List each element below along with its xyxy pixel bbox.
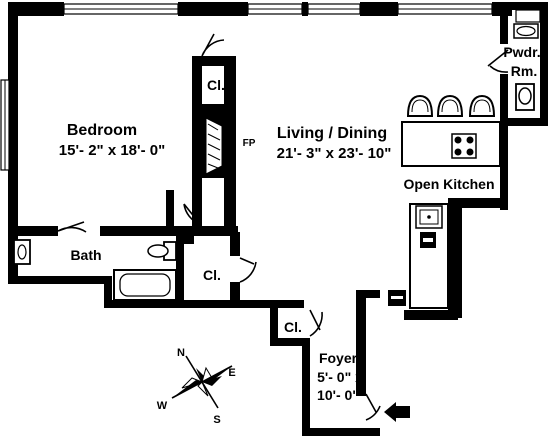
window-powder (515, 9, 541, 23)
powder-label-line1: Pwdr. (503, 44, 540, 60)
wall-bath-tub-left (104, 276, 112, 306)
burner-4-icon (466, 148, 474, 156)
wall-foyer-right-top (356, 290, 380, 298)
closet-foyer-label: Cl. (284, 319, 302, 335)
refrigerator-label (391, 296, 403, 299)
wall-bath-right (176, 232, 184, 306)
compass-pointer-e (202, 366, 232, 384)
wall-closet-bottom (192, 104, 234, 114)
fireplace-firebox (205, 117, 223, 175)
wall-top-left (8, 2, 64, 16)
fireplace-label: FP (243, 138, 256, 149)
wall-left-bath (8, 236, 18, 278)
closet-top-label: Cl. (207, 77, 225, 93)
stool-1-icon (406, 94, 434, 117)
wall-top-mid (178, 2, 248, 16)
wall-foyer-closet-bottom (270, 338, 310, 346)
wall-foyer-left (302, 338, 310, 430)
toilet-powder-icon (515, 83, 535, 111)
compass-pointer-n (186, 356, 202, 382)
compass-east-label: E (228, 367, 235, 379)
powder-label-line2: Rm. (511, 63, 537, 79)
door-closet-foyer (309, 309, 323, 337)
entry-arrow-icon (384, 402, 410, 422)
wall-bedroom-door-jamb (166, 190, 174, 236)
wall-powder-top (512, 2, 548, 10)
wall-closet-mid-top (184, 232, 194, 244)
foyer-name: Foyer (319, 350, 358, 366)
wall-bedroom-bottom-left (8, 226, 58, 236)
interior-walls (8, 56, 240, 306)
sink-bath-icon (13, 239, 31, 265)
wall-left (8, 2, 18, 238)
dishwasher-label (423, 238, 433, 242)
door-bath (57, 221, 87, 233)
wall-right-lower (448, 198, 462, 318)
wall-bath-bottom (8, 276, 108, 284)
foyer-size-line1: 5'- 0" x (317, 369, 363, 385)
foyer-size-line2: 10'- 0" (317, 387, 359, 403)
door-closet-top (201, 33, 225, 57)
closet-mid-label: Cl. (203, 267, 221, 283)
wall-kitchen-bottom (404, 310, 458, 320)
bathtub-icon (113, 269, 177, 301)
doors (57, 33, 509, 421)
wall-top-mullion-1 (302, 2, 308, 16)
wall-top-right (492, 2, 512, 16)
door-bedroom-closet (183, 203, 201, 225)
door-entry (365, 393, 381, 421)
door-closet-mid (239, 257, 257, 283)
toilet-bath-icon (147, 241, 177, 261)
wall-closet-top (192, 56, 232, 66)
living-name: Living / Dining (277, 125, 387, 142)
wall-powder-left-upper (500, 14, 508, 44)
compass-pointer-s (202, 382, 218, 408)
wall-bath-top-right (174, 226, 238, 236)
wall-closet-mid-right-lower (230, 282, 240, 306)
living-size: 21'- 3" x 23'- 10" (277, 145, 392, 162)
kitchen-sink-basin (419, 209, 439, 225)
wall-right-step (460, 198, 508, 208)
compass-rose-icon (171, 355, 233, 409)
door-powder (487, 49, 509, 73)
compass-needle-s (197, 381, 209, 397)
fixtures (13, 23, 539, 309)
burner-3-icon (454, 148, 462, 156)
bath-name: Bath (70, 247, 101, 263)
room-labels: Bedroom 15'- 2" x 18'- 0" Living / Dinin… (59, 44, 541, 426)
wall-foyer-right (356, 292, 366, 396)
burner-2-icon (466, 136, 474, 144)
wall-closet-mid-right-upper (230, 232, 240, 256)
stool-2-icon (436, 94, 464, 117)
bedroom-size: 15'- 2" x 18'- 0" (59, 142, 165, 159)
kitchen-sink-drain (427, 215, 431, 219)
wall-bottom-corridor (104, 300, 304, 308)
compass-pointer-w (172, 380, 202, 398)
fireplace-hatching (207, 123, 221, 169)
wall-foyer-bottom (302, 428, 380, 436)
wall-bedroom-bottom-right (100, 226, 170, 236)
kitchen-name: Open Kitchen (403, 176, 494, 192)
wall-powder-bottom (500, 118, 548, 126)
stool-3-icon (468, 94, 496, 117)
compass-west-label: W (157, 400, 168, 412)
wall-foyer-left-upper (270, 304, 278, 342)
compass-north-label: N (177, 347, 185, 359)
burner-1-icon (454, 136, 462, 144)
kitchen-island (401, 121, 501, 167)
sink-powder-icon (513, 23, 539, 39)
wall-right-upper (500, 124, 508, 210)
bedroom-name: Bedroom (67, 122, 137, 139)
wall-powder-left-lower (500, 74, 508, 126)
compass-south-label: S (213, 414, 220, 426)
wall-powder-right (540, 2, 548, 124)
wall-top-mullion-2 (360, 2, 398, 16)
